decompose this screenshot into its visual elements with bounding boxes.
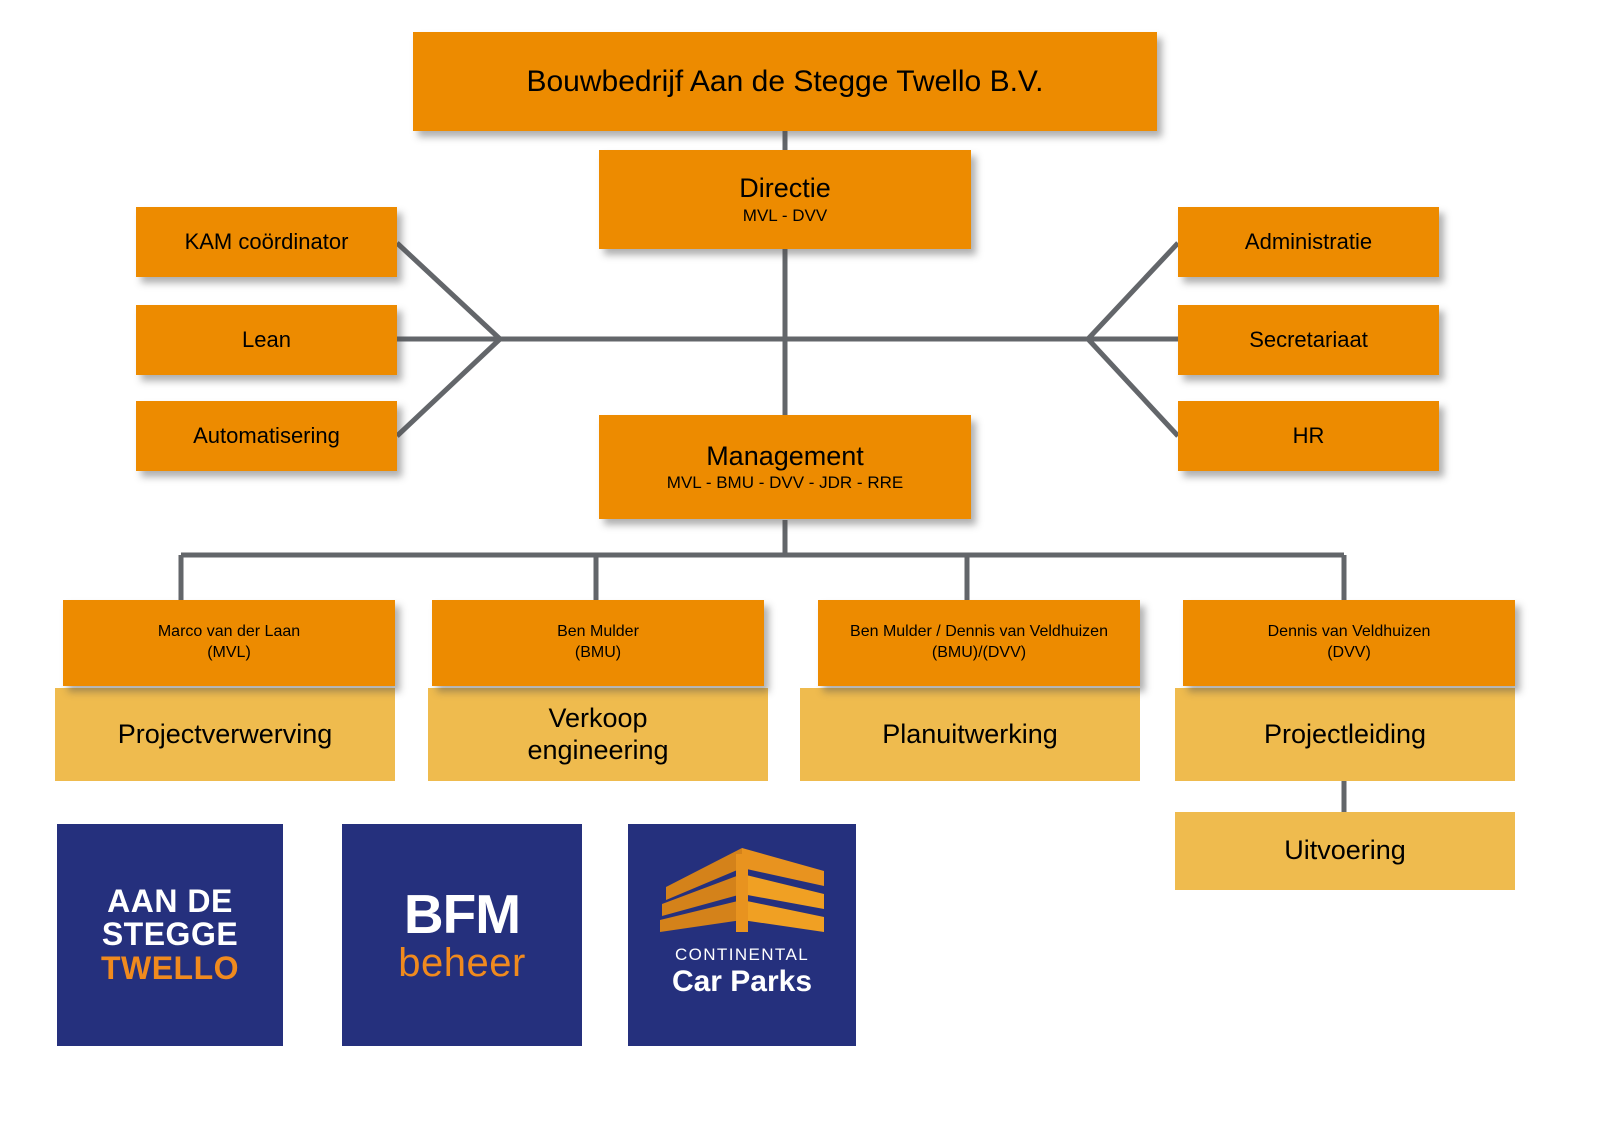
node-department-planuitwerking-label: Planuitwerking: [882, 718, 1058, 749]
logo-bfm-line2: beheer: [398, 940, 526, 985]
node-directie-subtitle: MVL - DVV: [742, 205, 828, 225]
logo-ccp-line1: CONTINENTAL: [674, 945, 810, 964]
connector-staff-left-automatisering: [395, 337, 502, 438]
logo-ads-line1: AAN DE: [107, 882, 233, 919]
node-staff-hr-label: HR: [1292, 423, 1325, 449]
node-department-verkoop-engineering[interactable]: Verkoop engineering: [428, 688, 768, 781]
node-department-head-projectleiding-person: Dennis van Veldhuizen: [1267, 623, 1431, 641]
node-staff-lean[interactable]: Lean: [136, 305, 397, 375]
logo-ads-line2: STEGGE: [101, 916, 239, 953]
node-staff-kam-coordinator-label: KAM coördinator: [184, 229, 349, 255]
logo-ccp-line2: Car Parks: [671, 965, 813, 998]
car-park-building-icon: [660, 848, 824, 932]
connector-staff-left-kam: [395, 241, 502, 341]
node-department-uitvoering[interactable]: Uitvoering: [1175, 812, 1515, 890]
node-department-head-projectleiding[interactable]: Dennis van Veldhuizen (DVV): [1183, 600, 1515, 686]
node-department-head-planuitwerking-initials: (BMU)/(DVV): [931, 644, 1027, 661]
node-company-title: Bouwbedrijf Aan de Stegge Twello B.V.: [526, 64, 1044, 98]
node-management-title: Management: [706, 440, 864, 471]
node-directie-title: Directie: [739, 173, 831, 204]
node-staff-secretariaat[interactable]: Secretariaat: [1178, 305, 1439, 375]
node-department-projectverwerving[interactable]: Projectverwerving: [55, 688, 395, 781]
node-department-head-projectverwerving-person: Marco van der Laan: [157, 623, 301, 641]
node-staff-administratie-label: Administratie: [1244, 229, 1373, 255]
node-staff-administratie[interactable]: Administratie: [1178, 207, 1439, 277]
node-department-verkoop-engineering-label-line1: Verkoop: [548, 702, 648, 733]
node-staff-kam-coordinator[interactable]: KAM coördinator: [136, 207, 397, 277]
node-department-head-verkoop-engineering-person: Ben Mulder: [557, 623, 639, 641]
node-staff-lean-label: Lean: [242, 327, 291, 353]
logo-continental-car-parks: CONTINENTAL Car Parks: [628, 824, 856, 1046]
connector-staff-right-administratie: [1086, 241, 1180, 341]
logo-aan-de-stegge-twello: AAN DE STEGGE TWELLO: [57, 824, 283, 1046]
node-department-head-projectleiding-initials: (DVV): [1327, 644, 1371, 661]
logo-bfm-beheer: BFM beheer: [342, 824, 582, 1046]
node-department-head-verkoop-engineering-initials: (BMU): [574, 644, 622, 661]
node-department-head-planuitwerking[interactable]: Ben Mulder / Dennis van Veldhuizen (BMU)…: [818, 600, 1140, 686]
node-department-projectleiding-label: Projectleiding: [1263, 718, 1427, 749]
node-staff-hr[interactable]: HR: [1178, 401, 1439, 471]
node-department-uitvoering-label: Uitvoering: [1284, 835, 1406, 866]
logo-ads-line3: TWELLO: [100, 949, 240, 986]
node-management-subtitle: MVL - BMU - DVV - JDR - RRE: [666, 473, 904, 493]
node-staff-secretariaat-label: Secretariaat: [1249, 327, 1368, 353]
node-staff-automatisering-label: Automatisering: [193, 423, 340, 449]
node-directie[interactable]: Directie MVL - DVV: [599, 150, 971, 249]
node-department-projectleiding[interactable]: Projectleiding: [1175, 688, 1515, 781]
logo-bfm-line1: BFM: [403, 882, 521, 945]
node-department-planuitwerking[interactable]: Planuitwerking: [800, 688, 1140, 781]
node-department-head-verkoop-engineering[interactable]: Ben Mulder (BMU): [432, 600, 764, 686]
node-company[interactable]: Bouwbedrijf Aan de Stegge Twello B.V.: [413, 32, 1157, 131]
node-management[interactable]: Management MVL - BMU - DVV - JDR - RRE: [599, 415, 971, 519]
node-department-verkoop-engineering-label-line2: engineering: [527, 734, 669, 765]
node-staff-automatisering[interactable]: Automatisering: [136, 401, 397, 471]
node-department-projectverwerving-label: Projectverwerving: [117, 718, 333, 749]
connector-staff-right-hr: [1086, 337, 1180, 438]
node-department-head-projectverwerving[interactable]: Marco van der Laan (MVL): [63, 600, 395, 686]
node-department-head-projectverwerving-initials: (MVL): [207, 644, 251, 661]
node-department-head-planuitwerking-person: Ben Mulder / Dennis van Veldhuizen: [850, 623, 1108, 641]
